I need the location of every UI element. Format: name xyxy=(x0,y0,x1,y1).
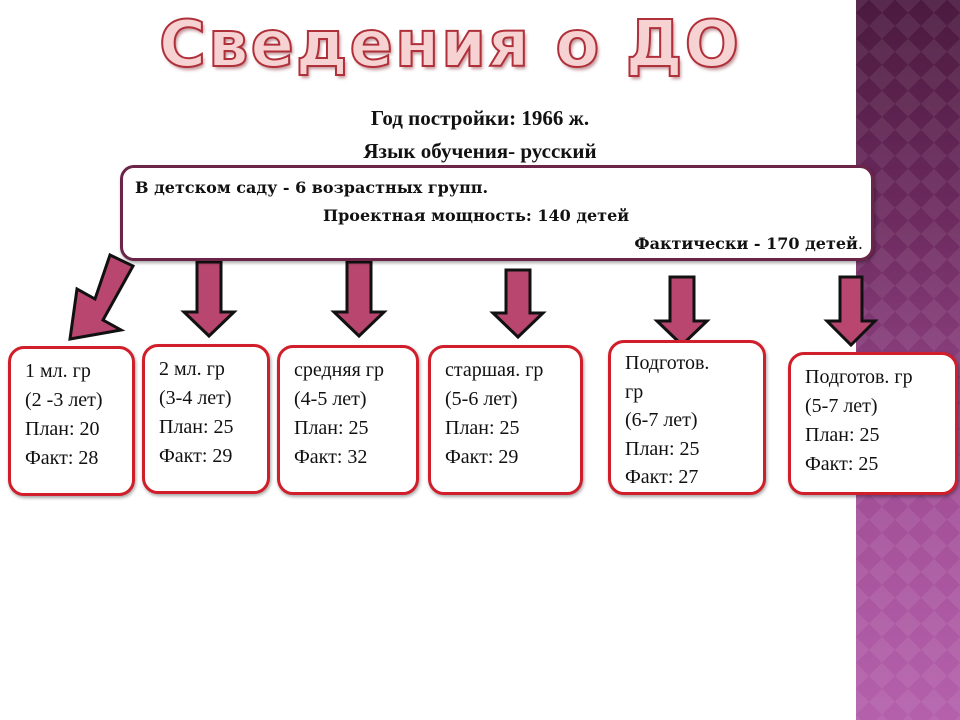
summary-actual-period: . xyxy=(857,234,863,253)
summary-actual-value: Фактически - 170 детей xyxy=(634,234,858,253)
group-5-name: Подготов. xyxy=(625,352,710,374)
page-title: Сведения о ДО xyxy=(158,7,742,83)
down-arrow-2 xyxy=(180,260,238,339)
group-box-1: 1 мл. гр (2 -3 лет) План: 20 Факт: 28 xyxy=(8,346,135,496)
group-5-fact: Факт: 27 xyxy=(625,466,699,488)
summary-capacity-text: Проектная мощность: 140 детей xyxy=(323,206,630,225)
down-arrow-4 xyxy=(489,268,547,340)
group-4-fact: Факт: 29 xyxy=(445,446,519,468)
group-1-name: 1 мл. гр xyxy=(25,360,91,382)
group-6-fact: Факт: 25 xyxy=(805,453,879,475)
down-arrow-5 xyxy=(653,275,711,348)
summary-actual-text: Фактически - 170 детей. xyxy=(634,234,863,253)
down-arrow-diagonal xyxy=(68,252,136,341)
group-3-age: (4-5 лет) xyxy=(294,388,367,410)
group-6-age: (5-7 лет) xyxy=(805,395,878,417)
group-5-age: (6-7 лет) xyxy=(625,409,698,431)
build-year-text: Год постройки: 1966 ж. xyxy=(370,106,590,130)
group-4-name: старшая. гр xyxy=(445,359,544,381)
group-6-name: Подготов. гр xyxy=(805,366,913,388)
group-box-2: 2 мл. гр (3-4 лет) План: 25 Факт: 29 xyxy=(142,344,270,494)
group-2-fact: Факт: 29 xyxy=(159,445,233,467)
group-2-plan: План: 25 xyxy=(159,416,234,438)
summary-box: В детском саду - 6 возрастных групп. Про… xyxy=(120,165,874,261)
group-4-age: (5-6 лет) xyxy=(445,388,518,410)
group-2-name: 2 мл. гр xyxy=(159,358,225,380)
group-2-age: (3-4 лет) xyxy=(159,387,232,409)
group-box-3: средняя гр (4-5 лет) План: 25 Факт: 32 xyxy=(277,345,419,495)
group-5-plan: План: 25 xyxy=(625,437,700,460)
group-5-name-cont: гр xyxy=(625,380,644,403)
group-6-plan: План: 25 xyxy=(805,424,880,446)
group-1-plan: План: 20 xyxy=(25,418,100,440)
group-3-plan: План: 25 xyxy=(294,417,369,439)
group-box-5: Подготов. гр (6-7 лет) План: 25 Факт: 27 xyxy=(608,340,766,495)
group-box-4: старшая. гр (5-6 лет) План: 25 Факт: 29 xyxy=(428,345,583,495)
group-1-age: (2 -3 лет) xyxy=(25,389,103,411)
language-text: Язык обучения- русский xyxy=(363,139,597,163)
group-3-name: средняя гр xyxy=(294,359,384,381)
summary-groups-text: В детском саду - 6 возрастных групп. xyxy=(135,178,489,197)
down-arrow-6 xyxy=(823,275,879,348)
group-4-plan: План: 25 xyxy=(445,417,520,439)
group-1-fact: Факт: 28 xyxy=(25,447,99,469)
group-3-fact: Факт: 32 xyxy=(294,446,368,468)
group-box-6: Подготов. гр (5-7 лет) План: 25 Факт: 25 xyxy=(788,352,958,495)
down-arrow-3 xyxy=(330,260,388,339)
